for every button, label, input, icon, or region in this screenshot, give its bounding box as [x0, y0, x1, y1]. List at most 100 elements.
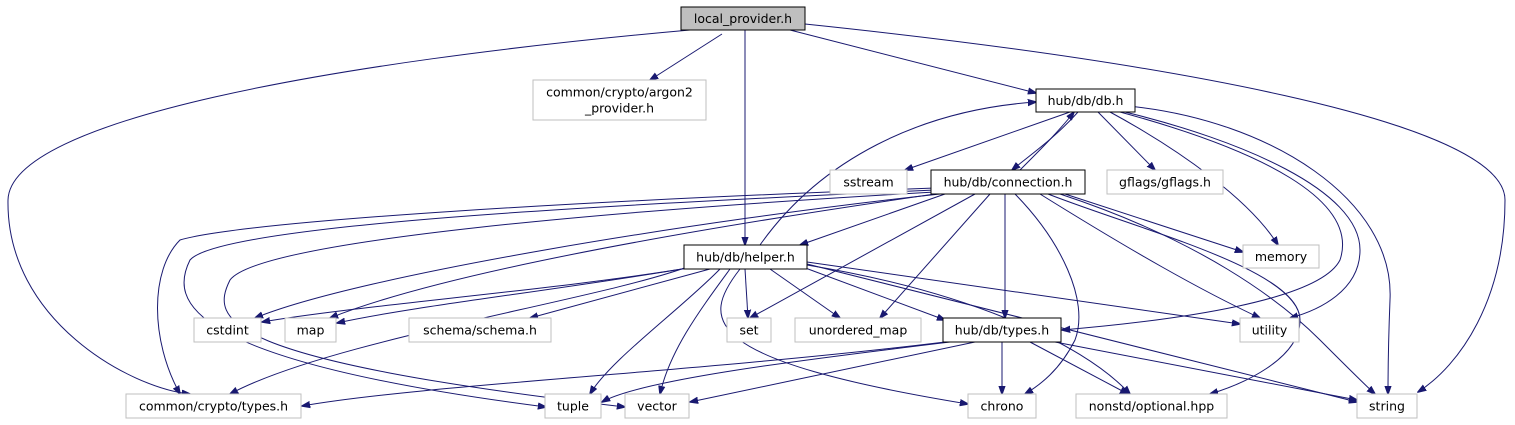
- node-crypto_types[interactable]: common/crypto/types.h: [125, 393, 302, 419]
- node-db[interactable]: hub/db/db.h: [1035, 88, 1136, 113]
- node-label-memory: memory: [1255, 249, 1308, 264]
- node-box-gflags: [1106, 169, 1224, 195]
- node-box-tuple: [544, 393, 602, 419]
- node-argon2[interactable]: common/crypto/argon2_provider.h: [532, 79, 707, 121]
- node-box-db: [1035, 88, 1136, 113]
- node-label-argon2-line2: _provider.h: [584, 101, 654, 116]
- edge-local_provider-to-crypto_types: [7, 29, 691, 394]
- node-label-types_db: hub/db/types.h: [955, 323, 1049, 338]
- edge-connection-to-map: [330, 193, 936, 318]
- node-memory[interactable]: memory: [1242, 244, 1320, 269]
- edge-helper-to-string: [806, 263, 1357, 402]
- node-box-vector: [624, 393, 690, 419]
- node-unordered_map[interactable]: unordered_map: [794, 317, 922, 343]
- node-string[interactable]: string: [1356, 393, 1418, 419]
- node-cstdint[interactable]: cstdint: [193, 317, 262, 343]
- edge-db-to-utility: [1124, 111, 1361, 318]
- edge-helper-to-vector: [660, 268, 731, 394]
- node-label-tuple: tuple: [557, 399, 589, 414]
- node-label-optional: nonstd/optional.hpp: [1089, 399, 1215, 414]
- edge-helper-to-map: [337, 265, 701, 323]
- node-box-connection: [930, 169, 1086, 195]
- edge-db-to-types_db: [1062, 111, 1343, 330]
- edge-connection-to-crypto_types: [157, 187, 936, 394]
- node-label-map: map: [297, 323, 325, 338]
- edge-helper-to-db: [759, 102, 1036, 246]
- edge-types_db-to-vector: [690, 341, 976, 402]
- edge-connection-to-set: [750, 193, 976, 318]
- node-schema[interactable]: schema/schema.h: [408, 317, 552, 343]
- node-optional[interactable]: nonstd/optional.hpp: [1075, 393, 1228, 419]
- edge-connection-to-utility: [1039, 193, 1260, 318]
- node-label-argon2-line1: common/crypto/argon2: [546, 85, 693, 100]
- node-chrono[interactable]: chrono: [967, 393, 1037, 419]
- node-box-unordered_map: [794, 317, 922, 343]
- node-label-utility: utility: [1252, 323, 1288, 338]
- node-label-helper: hub/db/helper.h: [696, 250, 795, 265]
- edge-local_provider-to-db: [789, 29, 1036, 93]
- edge-connection-to-chrono: [1014, 193, 1080, 394]
- edge-connection-to-unordered_map: [880, 193, 991, 318]
- node-vector[interactable]: vector: [624, 393, 690, 419]
- edge-types_db-to-string: [1054, 341, 1357, 400]
- edge-helper-to-tuple: [590, 268, 721, 394]
- edge-helper-to-types_db: [799, 265, 945, 320]
- node-box-utility: [1239, 317, 1300, 343]
- edge-connection-to-db: [1019, 112, 1074, 171]
- edge-db-to-gflags: [1097, 111, 1155, 170]
- edge-connection-to-memory: [1064, 193, 1243, 252]
- node-label-set: set: [739, 323, 758, 338]
- node-box-schema: [408, 317, 552, 343]
- node-box-string: [1356, 393, 1418, 419]
- node-label-local_provider: local_provider.h: [694, 11, 792, 26]
- node-box-memory: [1242, 244, 1320, 269]
- node-connection[interactable]: hub/db/connection.h: [930, 169, 1086, 195]
- edge-connection-to-cstdint: [255, 193, 941, 318]
- node-tuple[interactable]: tuple: [544, 393, 602, 419]
- edge-types_db-to-tuple: [602, 341, 951, 402]
- node-local_provider[interactable]: local_provider.h: [680, 6, 806, 31]
- node-box-map: [284, 317, 337, 343]
- node-sstream[interactable]: sstream: [829, 169, 908, 195]
- node-utility[interactable]: utility: [1239, 317, 1300, 343]
- node-gflags[interactable]: gflags/gflags.h: [1106, 169, 1224, 195]
- node-box-cstdint: [193, 317, 262, 343]
- edge-helper-to-unordered_map: [769, 268, 840, 318]
- node-box-argon2: [532, 79, 707, 121]
- edge-connection-to-helper: [800, 193, 946, 245]
- edge-helper-to-schema: [530, 268, 711, 318]
- edge-connection-to-vector: [223, 191, 936, 407]
- edge-db-to-sstream: [905, 111, 1071, 170]
- node-label-connection: hub/db/connection.h: [944, 175, 1073, 190]
- edge-connection-to-string: [1059, 193, 1375, 394]
- node-box-chrono: [967, 393, 1037, 419]
- node-label-schema: schema/schema.h: [423, 323, 537, 338]
- node-helper[interactable]: hub/db/helper.h: [683, 244, 808, 270]
- node-box-sstream: [829, 169, 908, 195]
- node-box-local_provider: [680, 6, 806, 31]
- edge-helper-to-utility: [806, 261, 1240, 324]
- node-label-unordered_map: unordered_map: [809, 323, 908, 338]
- edge-helper-to-set: [745, 268, 748, 318]
- node-label-vector: vector: [637, 399, 678, 414]
- node-box-set: [726, 317, 772, 343]
- edge-types_db-to-optional: [1029, 341, 1128, 394]
- node-map[interactable]: map: [284, 317, 337, 343]
- node-label-cstdint: cstdint: [206, 323, 249, 338]
- node-label-chrono: chrono: [981, 399, 1024, 414]
- node-types_db[interactable]: hub/db/types.h: [942, 317, 1062, 343]
- edge-local_provider-to-argon2: [650, 33, 723, 80]
- node-label-db: hub/db/db.h: [1048, 93, 1124, 108]
- node-box-crypto_types: [125, 393, 302, 419]
- edge-types_db-to-crypto_types: [302, 341, 946, 406]
- node-label-crypto_types: common/crypto/types.h: [139, 399, 288, 414]
- edge-layer: [7, 23, 1506, 407]
- node-label-gflags: gflags/gflags.h: [1119, 175, 1211, 190]
- node-box-optional: [1075, 393, 1228, 419]
- node-set[interactable]: set: [726, 317, 772, 343]
- node-layer: local_provider.h common/crypto/argon2_pro…: [125, 6, 1418, 419]
- edge-connection-to-tuple: [183, 189, 936, 407]
- edge-local_provider-to-string: [804, 23, 1506, 392]
- node-label-string: string: [1369, 399, 1405, 414]
